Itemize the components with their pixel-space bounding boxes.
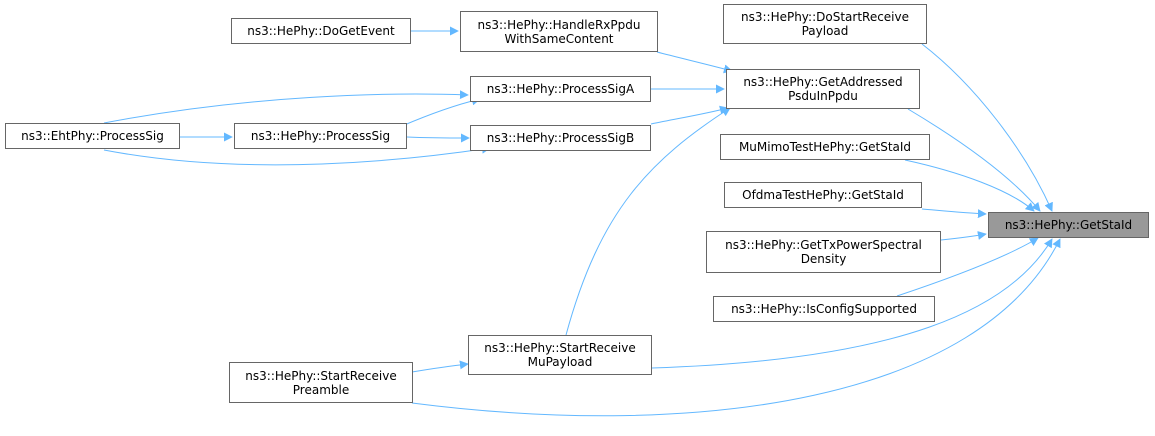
edge-processsig-to-processsigb <box>406 133 470 143</box>
node-processsig-label: ns3::HePhy::ProcessSig <box>250 129 391 143</box>
node-dostartreceivepayload-line-1: ns3::HePhy::DoStartReceive <box>740 10 910 24</box>
edge-startreceivemupayload-to-getstaid <box>651 238 1053 369</box>
edge-startreceivemupayload-to-getaddressedpsduinppdu <box>565 107 731 336</box>
node-startreceivepreamble[interactable]: ns3::HePhy::StartReceive Preamble <box>229 362 413 403</box>
node-getaddressedpsduinppdu-line-1: ns3::HePhy::GetAddressed <box>743 75 903 89</box>
edge-isconfigsupported-to-getstaid <box>896 237 1039 297</box>
node-isconfigsupported[interactable]: ns3::HePhy::IsConfigSupported <box>713 296 935 322</box>
edge-dostartreceivepayload-to-getstaid <box>921 43 1053 212</box>
node-getstaid: ns3::HePhy::GetStaId <box>988 212 1149 238</box>
node-processsig[interactable]: ns3::HePhy::ProcessSig <box>234 123 407 149</box>
edge-ehtphy-processsig-to-processsiga <box>103 90 469 124</box>
edge-mumimo-getstaid-to-getstaid <box>904 159 1035 212</box>
node-dostartreceivepayload-line-2: Payload <box>801 24 849 38</box>
node-gettxpowerspectraldensity-line-2: Density <box>800 252 847 266</box>
node-gettxpowerspectraldensity[interactable]: ns3::HePhy::GetTxPowerSpectral Density <box>706 231 941 273</box>
edge-getaddressedpsduinppdu-to-getstaid <box>907 108 1041 212</box>
edge-startreceivepreamble-to-startreceivemupayload <box>411 360 469 373</box>
edge-ehtphy-processsig-to-processsigb <box>103 144 491 166</box>
node-processsiga-label: ns3::HePhy::ProcessSigA <box>486 82 635 96</box>
node-processsigb-label: ns3::HePhy::ProcessSigB <box>486 131 635 145</box>
node-ofdma-getstaid[interactable]: OfdmaTestHePhy::GetStaId <box>724 182 922 208</box>
node-ehtphy-processsig-label: ns3::EhtPhy::ProcessSig <box>21 129 164 143</box>
node-ehtphy-processsig[interactable]: ns3::EhtPhy::ProcessSig <box>5 123 180 149</box>
node-mumimo-getstaid[interactable]: MuMimoTestHePhy::GetStaId <box>720 134 930 160</box>
edge-gettxpowerspectraldensity-to-getstaid <box>940 231 987 241</box>
node-startreceivemupayload-line-1: ns3::HePhy::StartReceive <box>484 341 636 355</box>
edge-ofdma-getstaid-to-getstaid <box>921 208 987 219</box>
node-startreceivemupayload-line-2: MuPayload <box>527 355 593 369</box>
node-getstaid-label: ns3::HePhy::GetStaId <box>1004 218 1133 232</box>
node-handlerxppduwithsamecontent-line-2: WithSameContent <box>504 31 614 46</box>
node-processsigb[interactable]: ns3::HePhy::ProcessSigB <box>470 125 651 151</box>
node-startreceivepreamble-line-1: ns3::HePhy::StartReceive <box>245 368 397 383</box>
edge-processsig-to-processsiga <box>401 96 481 127</box>
edge-handlerxppduwithsamecontent-to-getaddressedpsduinppdu <box>656 51 733 74</box>
node-startreceivepreamble-line-2: Preamble <box>292 382 350 397</box>
node-isconfigsupported-label: ns3::HePhy::IsConfigSupported <box>731 302 917 316</box>
node-handlerxppduwithsamecontent[interactable]: ns3::HePhy::HandleRxPpdu WithSameContent <box>460 11 658 52</box>
edge-processsigb-to-getaddressedpsduinppdu <box>650 105 729 125</box>
node-startreceivemupayload[interactable]: ns3::HePhy::StartReceive MuPayload <box>468 335 652 375</box>
node-mumimo-getstaid-label: MuMimoTestHePhy::GetStaId <box>738 140 912 154</box>
node-dostartreceivepayload[interactable]: ns3::HePhy::DoStartReceive Payload <box>723 4 927 44</box>
node-handlerxppduwithsamecontent-line-1: ns3::HePhy::HandleRxPpdu <box>477 17 641 32</box>
node-getaddressedpsduinppdu-line-2: PsduInPpdu <box>788 89 858 103</box>
node-processsiga[interactable]: ns3::HePhy::ProcessSigA <box>470 76 651 102</box>
node-dogetevent[interactable]: ns3::HePhy::DoGetEvent <box>231 18 411 44</box>
edge-startreceivepreamble-to-getstaid <box>411 238 1061 417</box>
node-ofdma-getstaid-label: OfdmaTestHePhy::GetStaId <box>742 188 904 202</box>
node-getaddressedpsduinppdu[interactable]: ns3::HePhy::GetAddressed PsduInPpdu <box>726 69 920 109</box>
node-dogetevent-label: ns3::HePhy::DoGetEvent <box>247 24 395 38</box>
node-gettxpowerspectraldensity-line-1: ns3::HePhy::GetTxPowerSpectral <box>725 238 922 252</box>
